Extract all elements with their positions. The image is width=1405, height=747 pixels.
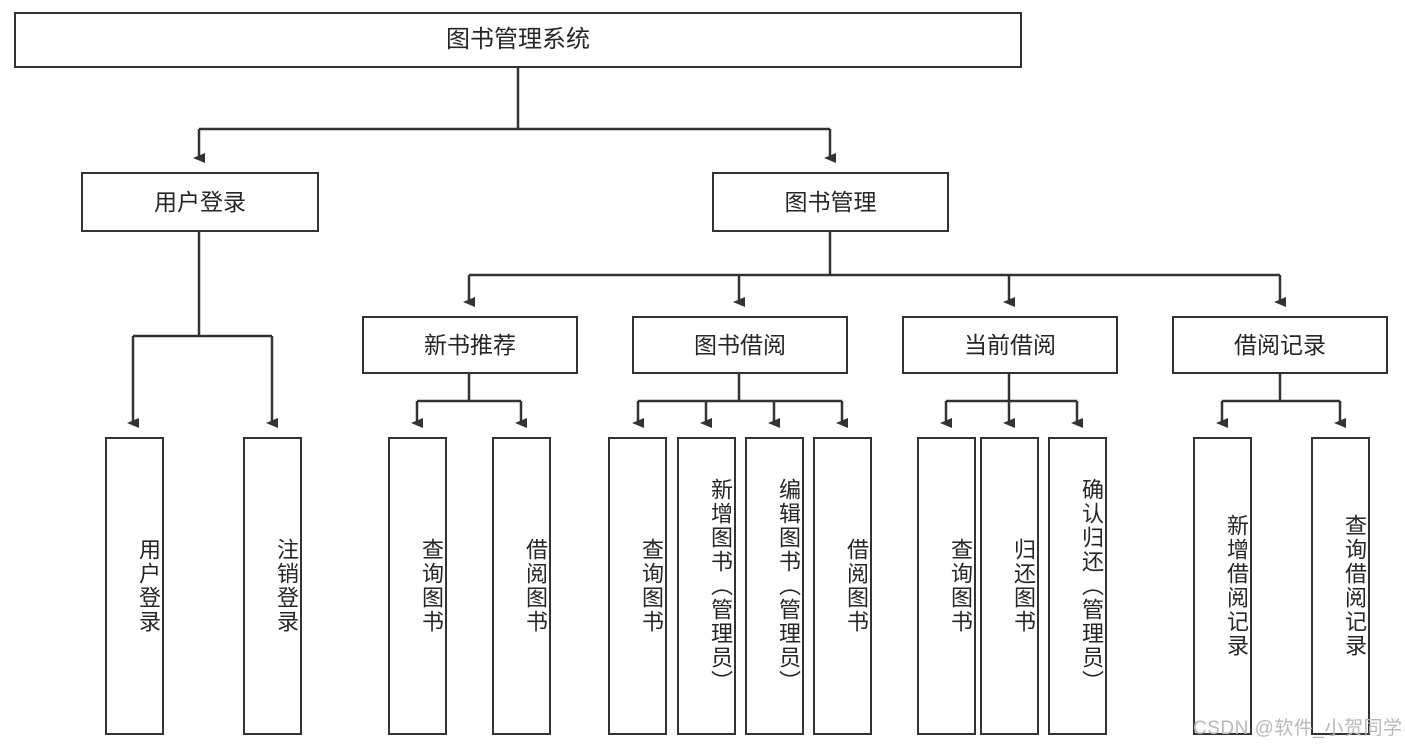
leaf-current-query-book[interactable]: 查询图书	[917, 437, 976, 735]
leaf-user-login-signout-label: 注销登录	[274, 538, 299, 634]
leaf-user-login-signout[interactable]: 注销登录	[243, 437, 302, 735]
leaf-user-login-signin-label: 用户登录	[136, 538, 161, 634]
node-new-book-recommend[interactable]: 新书推荐	[362, 316, 578, 374]
leaf-recommend-query-book-label: 查询图书	[419, 538, 444, 634]
leaf-current-confirm-return-label: 确认归还（管理员）	[1079, 478, 1104, 694]
node-user-login-label: 用户登录	[154, 188, 246, 215]
node-root-system[interactable]: 图书管理系统	[14, 12, 1022, 68]
node-user-login[interactable]: 用户登录	[81, 172, 319, 232]
node-book-management-label: 图书管理	[784, 188, 877, 215]
node-book-borrow-label: 图书借阅	[694, 331, 786, 358]
leaf-borrow-edit-book-label: 编辑图书（管理员）	[776, 478, 801, 694]
leaf-recommend-query-book[interactable]: 查询图书	[388, 437, 447, 735]
leaf-current-return-book[interactable]: 归还图书	[980, 437, 1039, 735]
node-current-borrow-label: 当前借阅	[964, 331, 1056, 358]
leaf-borrow-edit-book[interactable]: 编辑图书（管理员）	[745, 437, 804, 735]
leaf-record-query-record-label: 查询借阅记录	[1342, 514, 1367, 658]
leaf-record-add-record-label: 新增借阅记录	[1224, 514, 1249, 658]
leaf-borrow-add-book-label: 新增图书（管理员）	[708, 478, 733, 694]
leaf-borrow-borrow-book[interactable]: 借阅图书	[813, 437, 872, 735]
leaf-record-query-record[interactable]: 查询借阅记录	[1311, 437, 1370, 735]
leaf-current-query-book-label: 查询图书	[948, 538, 973, 634]
node-borrow-record-label: 借阅记录	[1234, 331, 1326, 358]
node-current-borrow[interactable]: 当前借阅	[902, 316, 1118, 374]
leaf-recommend-borrow-book[interactable]: 借阅图书	[492, 437, 551, 735]
node-book-management[interactable]: 图书管理	[712, 172, 949, 232]
node-borrow-record[interactable]: 借阅记录	[1172, 316, 1388, 374]
leaf-current-return-book-label: 归还图书	[1011, 538, 1036, 634]
leaf-recommend-borrow-book-label: 借阅图书	[523, 538, 548, 634]
leaf-borrow-query-book[interactable]: 查询图书	[608, 437, 667, 735]
leaf-borrow-query-book-label: 查询图书	[639, 538, 664, 634]
leaf-borrow-borrow-book-label: 借阅图书	[844, 538, 869, 634]
leaf-borrow-add-book[interactable]: 新增图书（管理员）	[677, 437, 736, 735]
leaf-user-login-signin[interactable]: 用户登录	[105, 437, 164, 735]
node-root-system-label: 图书管理系统	[446, 26, 590, 53]
node-book-borrow[interactable]: 图书借阅	[632, 316, 848, 374]
node-new-book-recommend-label: 新书推荐	[424, 331, 516, 358]
leaf-current-confirm-return[interactable]: 确认归还（管理员）	[1048, 437, 1107, 735]
leaf-record-add-record[interactable]: 新增借阅记录	[1193, 437, 1252, 735]
